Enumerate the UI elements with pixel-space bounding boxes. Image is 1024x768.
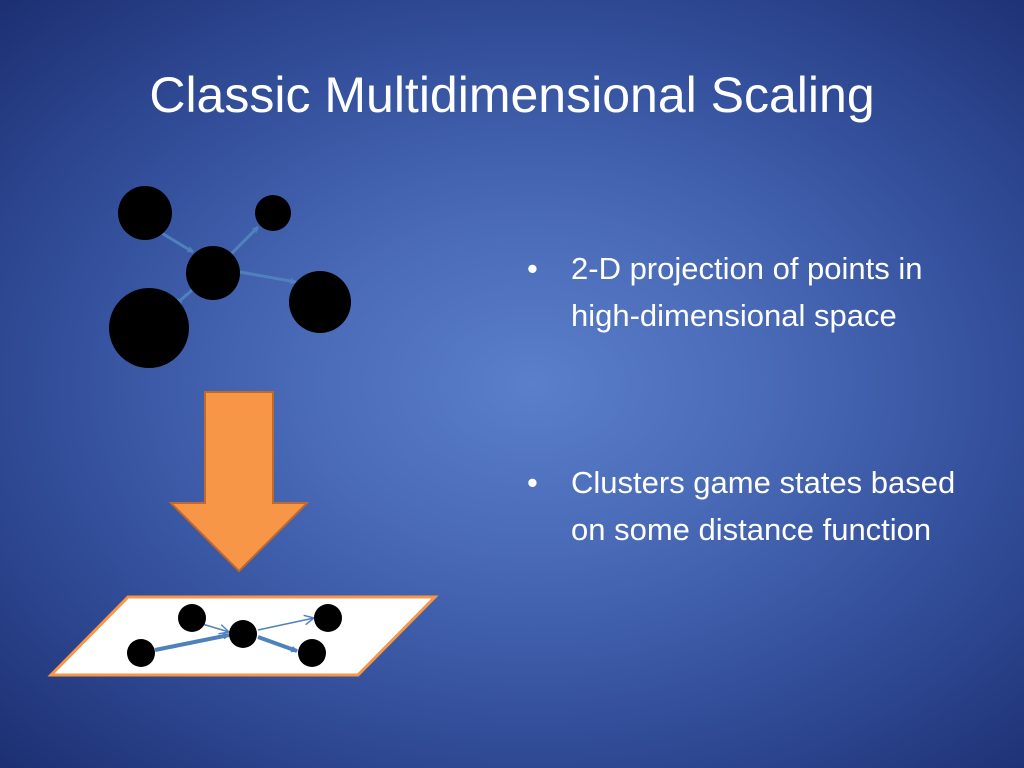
- data-point: [255, 195, 291, 231]
- data-point: [109, 288, 189, 368]
- edge-arrow: [154, 635, 229, 652]
- data-point: [127, 639, 155, 667]
- data-point: [186, 246, 240, 300]
- bullet-text: Clusters game states based on some dista…: [571, 465, 956, 547]
- bullet-list: • 2-D projection of points in high-dimen…: [527, 245, 997, 553]
- edge-arrow: [239, 270, 296, 282]
- high-dim-points: [109, 186, 351, 368]
- bullet-marker: •: [527, 465, 538, 500]
- data-point: [289, 271, 351, 333]
- edge-arrow: [257, 618, 314, 631]
- data-point: [314, 604, 342, 632]
- data-point: [229, 620, 257, 648]
- edge-arrow: [226, 225, 260, 259]
- bullet-item: • Clusters game states based on some dis…: [527, 459, 997, 553]
- data-point: [178, 604, 206, 632]
- down-arrow-icon: [168, 391, 310, 573]
- data-point: [118, 186, 172, 240]
- slide-title: Classic Multidimensional Scaling: [149, 67, 875, 123]
- bullet-marker: •: [527, 251, 538, 286]
- data-point: [298, 639, 326, 667]
- low-dim-points: [127, 604, 342, 667]
- edge-arrow: [159, 230, 193, 254]
- bullet-text: 2-D projection of points in high-dimensi…: [571, 251, 923, 333]
- edge-arrow: [257, 635, 297, 653]
- bullet-item: • 2-D projection of points in high-dimen…: [527, 245, 997, 339]
